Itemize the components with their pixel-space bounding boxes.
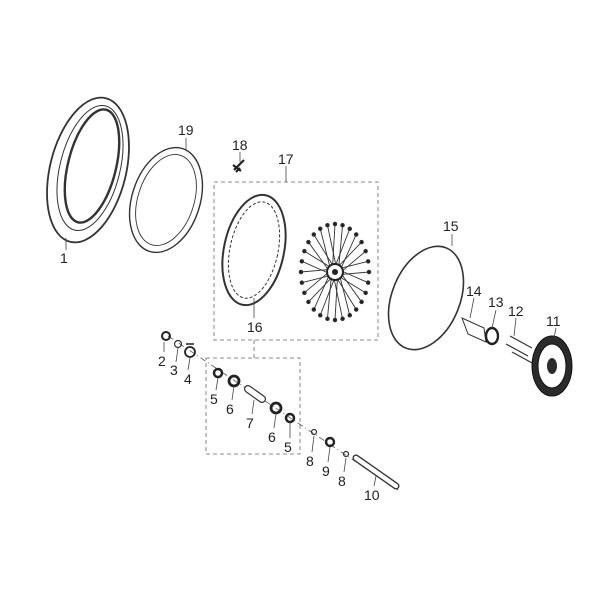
callout-10: 10 xyxy=(364,487,380,503)
outer-bearing-part xyxy=(324,436,336,448)
spoke xyxy=(338,241,362,267)
callout-5b: 5 xyxy=(284,439,292,455)
spoke-nipple xyxy=(299,280,305,285)
spoke-nipple xyxy=(317,312,323,318)
spoke-nipple xyxy=(363,290,368,296)
bolts-part xyxy=(505,335,535,365)
spoked-hub-part xyxy=(298,221,372,323)
callout-8a: 8 xyxy=(306,453,314,469)
callout-18: 18 xyxy=(232,137,248,153)
washer-part xyxy=(173,339,183,349)
spoke xyxy=(341,270,369,284)
spoke xyxy=(336,278,357,310)
spoke xyxy=(340,260,369,269)
callout-5a: 5 xyxy=(210,391,218,407)
spoke-nipple xyxy=(365,280,371,285)
spoke-nipple xyxy=(299,259,305,264)
spoke xyxy=(301,275,330,284)
spoke-nipple xyxy=(325,222,330,228)
spoke-nipple xyxy=(311,232,317,237)
spoke xyxy=(341,271,370,275)
callout-3: 3 xyxy=(170,362,178,378)
callout-17: 17 xyxy=(278,151,294,167)
spoke xyxy=(332,223,336,266)
spacer-part xyxy=(244,385,266,403)
spoke xyxy=(319,278,335,316)
spoke xyxy=(313,275,330,310)
spoke-nipple xyxy=(298,269,304,275)
callout-16: 16 xyxy=(247,319,263,335)
tire-part xyxy=(46,96,130,244)
callout-14: 14 xyxy=(466,283,482,299)
spoke-nipple xyxy=(353,232,359,237)
callout-2: 2 xyxy=(158,353,166,369)
o-ring-part xyxy=(387,245,465,351)
spoke xyxy=(300,269,329,273)
spoke-nipple xyxy=(347,226,353,232)
spoke-nipple xyxy=(363,248,368,254)
nut-part xyxy=(161,331,171,341)
spoke-nipple xyxy=(302,248,307,254)
callout-13: 13 xyxy=(488,294,504,310)
leader-lines xyxy=(65,138,557,487)
spoke xyxy=(308,277,332,303)
spoke-nipple xyxy=(317,226,323,232)
spoke xyxy=(339,276,351,316)
bearing-group-box xyxy=(205,357,301,455)
spoke-nipple xyxy=(366,269,372,275)
spoke xyxy=(308,241,329,271)
rim-band-part xyxy=(128,146,204,254)
spoke xyxy=(338,225,344,267)
callout-15: 15 xyxy=(443,218,459,234)
callout-4: 4 xyxy=(184,371,192,387)
spoke xyxy=(304,272,329,294)
spoke-nipple xyxy=(325,316,330,322)
spoke xyxy=(340,234,357,269)
spoke-nipple xyxy=(306,239,311,245)
spoke xyxy=(335,228,351,266)
spoke xyxy=(341,273,362,303)
spoke-nipple xyxy=(365,259,371,264)
callout-8b: 8 xyxy=(338,473,346,489)
callout-19: 19 xyxy=(178,122,194,138)
spoke xyxy=(313,234,334,266)
callout-1: 1 xyxy=(60,250,68,266)
spoke-nipple xyxy=(306,299,311,305)
callout-11: 11 xyxy=(546,313,561,329)
axle-part xyxy=(352,454,400,490)
spoke xyxy=(333,278,344,319)
spoke xyxy=(339,276,366,294)
callout-6a: 6 xyxy=(226,401,234,417)
spoke-nipple xyxy=(332,317,338,323)
spoke xyxy=(334,278,338,321)
sprocket-part xyxy=(531,335,573,397)
valve-part xyxy=(232,159,245,173)
callout-9: 9 xyxy=(322,463,330,479)
spoke-nipple xyxy=(340,316,345,322)
spoke-nipple xyxy=(353,307,359,312)
spoke-nipple xyxy=(359,239,364,245)
rim-part xyxy=(221,193,287,307)
callout-7: 7 xyxy=(246,415,254,431)
callout-12: 12 xyxy=(508,303,524,319)
spoke-nipple xyxy=(347,312,353,318)
spoke-nipple xyxy=(332,221,338,227)
small-washer-part xyxy=(310,428,350,458)
spoke-nipple xyxy=(340,222,345,228)
callout-6b: 6 xyxy=(268,429,276,445)
spoke xyxy=(301,260,329,274)
spoke xyxy=(319,228,331,268)
spoke xyxy=(341,250,366,272)
spoke xyxy=(326,277,332,319)
spoke-nipple xyxy=(302,290,307,296)
drive-part xyxy=(184,343,196,358)
spoke-nipple xyxy=(311,307,317,312)
spoke-nipple xyxy=(359,299,364,305)
collar-part xyxy=(461,317,500,346)
spoke xyxy=(326,225,337,266)
spoke xyxy=(304,250,331,268)
bearing-part xyxy=(212,367,296,424)
